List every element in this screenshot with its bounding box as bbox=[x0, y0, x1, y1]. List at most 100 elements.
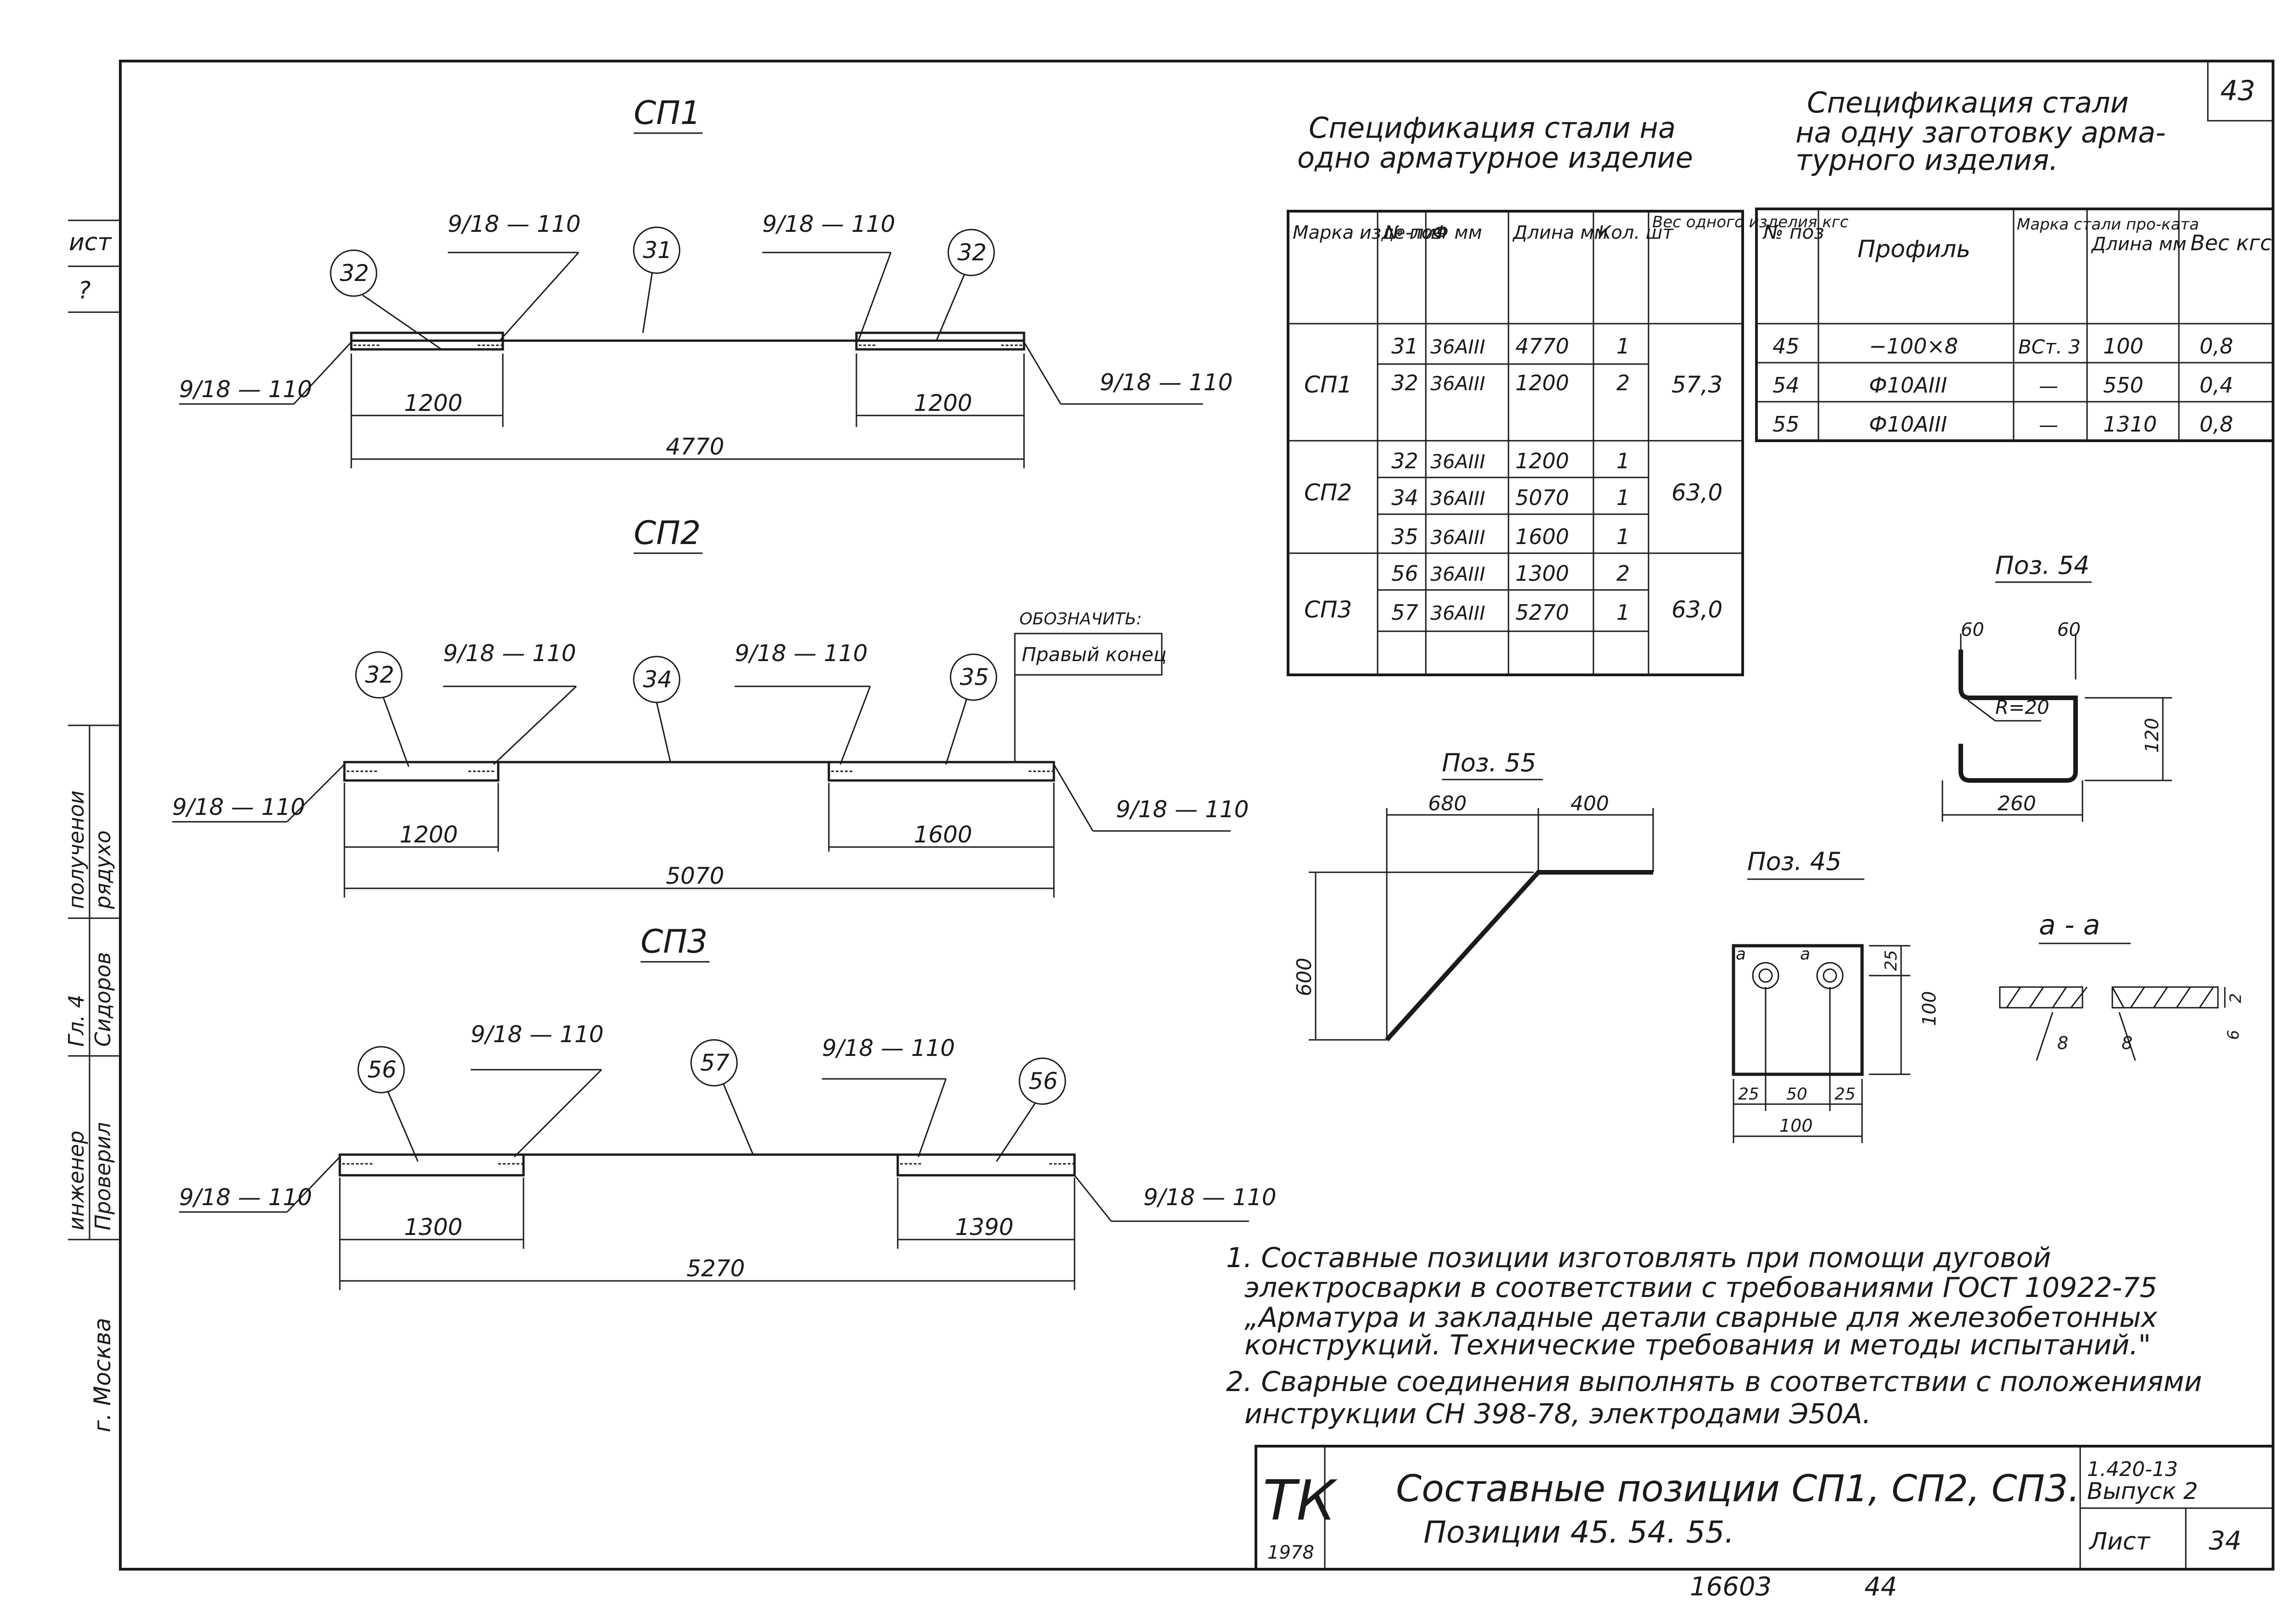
title-sub: Позиции 45. 54. 55. bbox=[1424, 1515, 1734, 1550]
spec1-cell: 5070 bbox=[1515, 485, 1569, 510]
section-aa-title: а - а bbox=[2039, 909, 2100, 941]
spec2-h-steel: Марка стали про-ката bbox=[2017, 215, 2199, 234]
sp3-drawing: СП3 56 57 56 9/18 — 110 9/18 — 110 9/18 … bbox=[179, 923, 1277, 1290]
spec1-g2-weight: 63,0 bbox=[1671, 479, 1722, 506]
spec2-cell: 0,4 bbox=[2200, 373, 2233, 398]
spec1-cell: 31 bbox=[1391, 334, 1418, 359]
strip-label-4: Проверил bbox=[90, 1122, 115, 1230]
spec1-g3-weight: 63,0 bbox=[1671, 596, 1722, 623]
sp3-weld-left: 9/18 — 110 bbox=[471, 1021, 604, 1048]
spec1-cell: 32 bbox=[1391, 370, 1418, 395]
sp3-left-bar bbox=[338, 1153, 525, 1177]
spec1-g3-mark: СП3 bbox=[1304, 596, 1352, 623]
poz45-label-a2: а bbox=[1800, 945, 1810, 964]
sp1-weld-end-left: 9/18 — 110 bbox=[179, 376, 312, 403]
sp2-left-bar bbox=[343, 761, 500, 782]
spec1-h-diam: Ф мм bbox=[1433, 222, 1482, 243]
poz55-d1: 680 bbox=[1428, 792, 1467, 815]
sp2-note-label: ОБОЗНАЧИТЬ: bbox=[1019, 610, 1142, 629]
sp2-mark-left: 32 bbox=[365, 662, 394, 688]
strip-label-6: Сидоров bbox=[90, 952, 115, 1047]
spec1-cell: 57 bbox=[1391, 600, 1418, 625]
spec1-cell: 2 bbox=[1616, 561, 1630, 586]
spec2-cell: 0,8 bbox=[2200, 334, 2233, 359]
spec1-cell: 1 bbox=[1616, 524, 1630, 549]
sp3-dim-right: 1390 bbox=[955, 1214, 1013, 1240]
spec1-title-1: Спецификация стали на bbox=[1309, 111, 1676, 145]
spec1-g2-mark: СП2 bbox=[1304, 479, 1352, 506]
sp3-mark-left: 56 bbox=[367, 1056, 397, 1083]
spec2-table: Спецификация стали на одну заготовку арм… bbox=[1755, 86, 2274, 442]
poz45-detail: Поз. 45 а а 25 100 25 50 25 100 bbox=[1732, 847, 1940, 1143]
sp2-weld-left: 9/18 — 110 bbox=[443, 640, 576, 667]
spec2-cell: 550 bbox=[2103, 373, 2144, 398]
sp2-weld-end-right: 9/18 — 110 bbox=[1116, 796, 1249, 823]
left-strip: ист ? инженер Проверил Гл. 4 Сидоров пол… bbox=[64, 219, 120, 1432]
notes: 1. Составные позиции изготовлять при пом… bbox=[1226, 1242, 2202, 1430]
sp3-right-bar bbox=[896, 1153, 1076, 1177]
spec1-cell: 36АIII bbox=[1430, 487, 1485, 510]
sp1-dim-total: 4770 bbox=[666, 433, 724, 460]
section-aa-d4: 6 bbox=[2224, 1030, 2243, 1040]
sp2-weld-right: 9/18 — 110 bbox=[735, 640, 868, 667]
sp3-weld-end-left: 9/18 — 110 bbox=[179, 1184, 312, 1211]
sp1-dim-right: 1200 bbox=[914, 390, 972, 416]
sp2-mark-right: 35 bbox=[960, 664, 989, 690]
spec2-cell: 100 bbox=[2103, 334, 2144, 359]
spec1-cell: 2 bbox=[1616, 370, 1630, 395]
poz54-radius: R=20 bbox=[1995, 696, 2049, 718]
title-issue: Выпуск 2 bbox=[2087, 1478, 2198, 1504]
spec2-cell: Ф10АIII bbox=[1869, 373, 1947, 398]
note-line-5: 2. Сварные соединения выполнять в соотве… bbox=[1226, 1366, 2202, 1398]
sp3-title: СП3 bbox=[641, 923, 708, 960]
strip-label-3: инженер bbox=[64, 1131, 89, 1230]
spec1-g1-mark: СП1 bbox=[1304, 371, 1352, 398]
poz55-detail: Поз. 55 680 400 600 bbox=[1293, 748, 1654, 1042]
sp3-mark-center: 57 bbox=[700, 1049, 730, 1076]
sp1-weld-left: 9/18 — 110 bbox=[448, 211, 581, 237]
section-aa-d2: 8 bbox=[2057, 1033, 2068, 1053]
sp1-weld-end-right: 9/18 — 110 bbox=[1100, 369, 1233, 396]
sp1-dim-left: 1200 bbox=[404, 390, 462, 416]
spec1-cell: 5270 bbox=[1515, 600, 1569, 625]
spec1-cell: 1 bbox=[1616, 600, 1630, 625]
sp1-title: СП1 bbox=[634, 94, 701, 132]
spec2-cell: 54 bbox=[1773, 373, 1800, 398]
title-sheet-label: Лист bbox=[2088, 1528, 2150, 1555]
sp1-mark-center: 31 bbox=[643, 237, 672, 264]
spec1-cell: 36АIII bbox=[1430, 563, 1485, 585]
sheet-number: 43 bbox=[2220, 75, 2255, 107]
bottom-stamp-2: 44 bbox=[1864, 1572, 1897, 1602]
poz45-d2: 100 bbox=[1919, 991, 1940, 1026]
note-line-2: электросварки в соответствии с требовани… bbox=[1244, 1272, 2157, 1304]
sp3-weld-end-right: 9/18 — 110 bbox=[1143, 1184, 1277, 1211]
spec1-cell: 1 bbox=[1616, 334, 1630, 359]
poz45-title: Поз. 45 bbox=[1747, 847, 1841, 876]
spec2-cell: 0,8 bbox=[2200, 412, 2233, 437]
poz54-title: Поз. 54 bbox=[1995, 551, 2089, 580]
title-block: ТК 1978 Составные позиции СП1, СП2, СП3.… bbox=[1255, 1445, 2274, 1571]
sp2-note-text: Правый конец bbox=[1022, 643, 1167, 666]
poz45-d4: 50 bbox=[1786, 1085, 1807, 1104]
spec1-h-pos: № поз bbox=[1384, 222, 1442, 243]
spec1-cell: 1 bbox=[1616, 485, 1630, 510]
spec1-h-weight: Вес одного изделия кгс bbox=[1652, 213, 1849, 231]
spec1-h-length: Длина мм bbox=[1512, 222, 1608, 243]
poz54-d3: 120 bbox=[2142, 718, 2163, 753]
poz45-d6: 100 bbox=[1779, 1116, 1813, 1136]
spec2-cell: 45 bbox=[1773, 334, 1800, 359]
spec1-cell: 1200 bbox=[1515, 370, 1569, 395]
note-line-4: конструкций. Технические требования и ме… bbox=[1244, 1329, 2151, 1361]
strip-label-1: ист bbox=[69, 229, 112, 256]
spec2-cell: 55 bbox=[1773, 412, 1800, 437]
spec2-cell: 1310 bbox=[2103, 412, 2157, 437]
note-line-3: „Арматура и закладные детали сварные для… bbox=[1244, 1302, 2157, 1334]
spec1-h-qty: Кол. шт bbox=[1598, 222, 1674, 243]
bottom-stamp: 16603 bbox=[1690, 1572, 1772, 1602]
poz55-d3: 600 bbox=[1293, 958, 1316, 996]
sp2-drawing: СП2 32 34 35 9/18 — 110 9/18 — 110 9/18 … bbox=[172, 514, 1249, 898]
sp3-mark-right: 56 bbox=[1029, 1068, 1058, 1094]
spec1-cell: 36АIII bbox=[1430, 602, 1485, 624]
sp3-weld-right: 9/18 — 110 bbox=[822, 1035, 955, 1061]
spec2-cell: — bbox=[2039, 375, 2058, 397]
